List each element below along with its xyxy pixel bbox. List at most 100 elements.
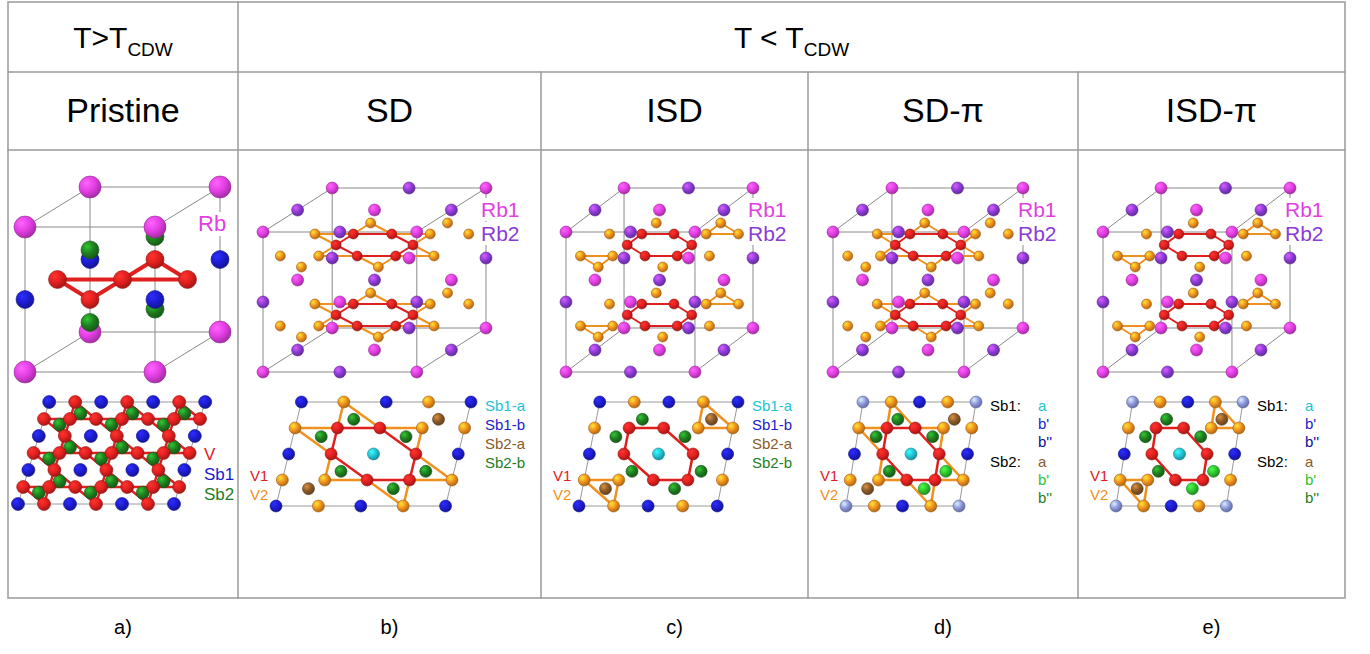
- bond: [380, 428, 416, 454]
- atom: [727, 422, 739, 434]
- atom: [618, 448, 630, 460]
- atom: [1097, 366, 1109, 378]
- atom: [147, 396, 160, 409]
- atom: [162, 430, 175, 443]
- atom: [1191, 344, 1203, 356]
- atom: [658, 422, 670, 434]
- atom: [706, 413, 718, 425]
- unit-cell-3d: [14, 176, 231, 383]
- atom: [704, 321, 714, 331]
- atom: [576, 321, 586, 331]
- atom: [642, 500, 654, 512]
- atom: [610, 431, 622, 443]
- atom: [942, 396, 954, 408]
- atom-label: V2: [1088, 487, 1110, 504]
- atom: [369, 204, 381, 216]
- atom: [647, 474, 659, 486]
- atom: [868, 500, 880, 512]
- atom-label: b'': [1303, 434, 1321, 451]
- atom: [22, 464, 35, 477]
- atom: [920, 218, 930, 228]
- atom: [1195, 332, 1205, 342]
- atom: [1178, 422, 1190, 434]
- atom: [1238, 299, 1248, 309]
- atom-label: V1: [1088, 468, 1110, 485]
- atom: [589, 274, 601, 286]
- atom: [314, 321, 324, 331]
- atom: [716, 218, 726, 228]
- atom: [687, 448, 699, 460]
- atom: [179, 271, 197, 289]
- atom: [1182, 396, 1194, 408]
- atom-label: Sb2-a: [483, 436, 527, 453]
- atom: [58, 430, 71, 443]
- atom: [408, 240, 418, 250]
- atom: [1131, 483, 1143, 495]
- cell-text: SD: [366, 92, 413, 129]
- atom-label: a: [1036, 454, 1048, 471]
- cell-edge: [263, 188, 486, 232]
- atom: [480, 322, 492, 334]
- atom: [905, 299, 915, 309]
- atom: [908, 251, 918, 261]
- bond: [367, 480, 403, 506]
- atom: [380, 396, 392, 408]
- atom: [958, 366, 970, 378]
- atom: [613, 474, 625, 486]
- atom: [27, 447, 40, 460]
- atom: [905, 448, 917, 460]
- atom: [974, 251, 984, 261]
- atom: [893, 296, 905, 308]
- atom: [292, 274, 304, 286]
- atom: [623, 422, 635, 434]
- atom: [922, 274, 934, 286]
- atom: [970, 396, 982, 408]
- cell-edge: [1103, 188, 1290, 232]
- atom: [1139, 431, 1151, 443]
- atom-label: b': [1303, 416, 1318, 433]
- cell-outline: [276, 402, 471, 506]
- atom: [958, 226, 970, 238]
- atom: [452, 448, 464, 460]
- atom: [445, 274, 457, 286]
- atom: [663, 396, 675, 408]
- atom: [622, 310, 632, 320]
- atom-label: a: [1303, 398, 1315, 415]
- atom: [95, 396, 108, 409]
- atom: [1126, 274, 1138, 286]
- atom-label: Sb2:: [1255, 454, 1290, 471]
- atom: [988, 204, 1000, 216]
- atom: [420, 465, 432, 477]
- atom: [933, 448, 945, 460]
- atom: [157, 447, 170, 460]
- atom: [697, 396, 709, 408]
- atom: [701, 299, 711, 309]
- atom: [209, 176, 231, 198]
- atom: [275, 251, 285, 261]
- atom: [1284, 182, 1296, 194]
- atom: [270, 500, 282, 512]
- atom-label: Rb2: [746, 222, 789, 245]
- bond: [416, 454, 452, 480]
- atom: [974, 321, 984, 331]
- atom: [335, 465, 347, 477]
- header-text: T>T: [73, 21, 127, 54]
- atom: [872, 229, 882, 239]
- atom: [1122, 422, 1134, 434]
- table-rule: [8, 71, 1345, 73]
- atom: [459, 422, 471, 434]
- atom: [718, 344, 730, 356]
- atom-label: Sb2:: [988, 454, 1023, 471]
- atom: [168, 413, 181, 426]
- atom: [600, 483, 612, 495]
- atom: [95, 481, 108, 494]
- atom: [637, 229, 647, 239]
- atom: [465, 396, 477, 408]
- header-text: SD-π: [902, 91, 984, 129]
- atom: [369, 274, 381, 286]
- atom-label: a: [1303, 454, 1315, 471]
- atom: [1003, 229, 1013, 239]
- atom: [669, 299, 679, 309]
- atom: [605, 229, 615, 239]
- atom: [901, 474, 913, 486]
